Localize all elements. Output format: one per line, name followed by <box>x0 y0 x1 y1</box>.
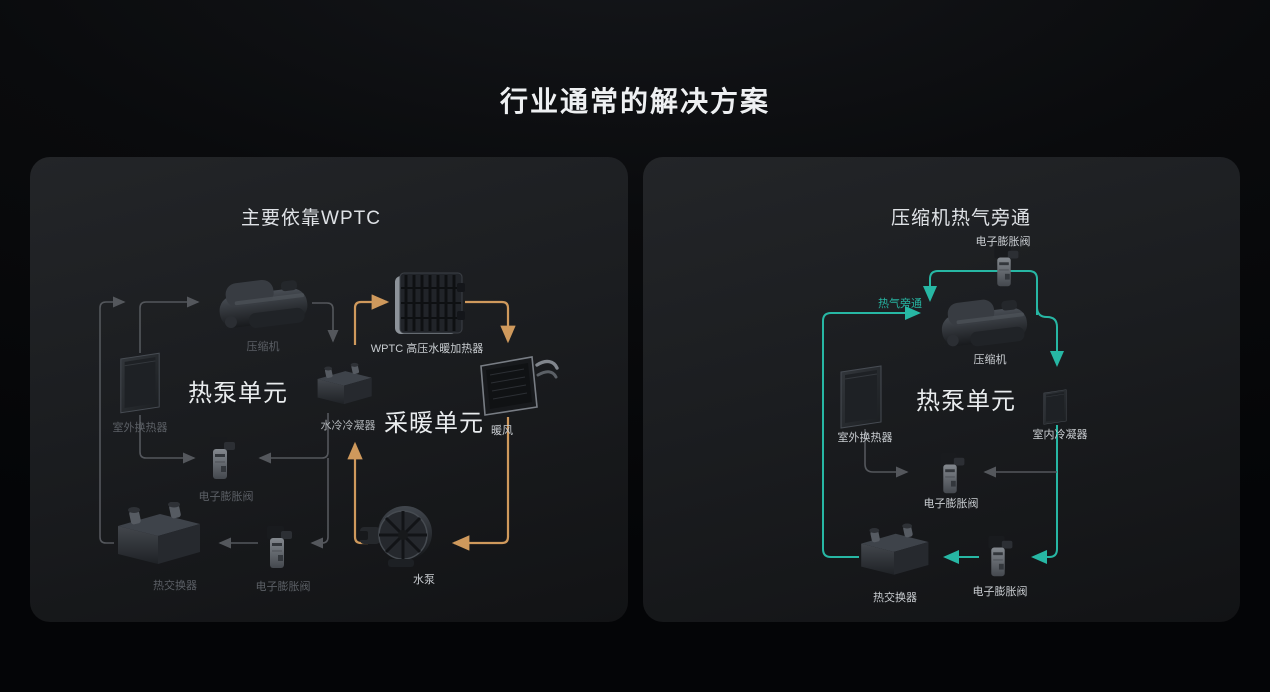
arrow-outdoor-hx-to-eev-mid <box>864 429 909 478</box>
heat-exchanger-label: 热交换器 <box>873 592 917 604</box>
compressor-image <box>213 269 313 339</box>
heating-unit-label: 采暖单元 <box>384 410 484 437</box>
compressor-image <box>935 290 1033 356</box>
arrow-wptc-to-heater-core <box>465 300 516 344</box>
heater-core-image <box>480 355 560 419</box>
outdoor-heat-exchanger-label: 室外换热器 <box>112 422 168 434</box>
eev-2-label: 电子膨胀阀 <box>255 581 311 593</box>
arrow-outdoor-hx-to-eev1 <box>139 415 196 464</box>
eev-bottom-label: 电子膨胀阀 <box>972 586 1028 598</box>
compressor-label: 压缩机 <box>246 341 280 353</box>
water-pump-label: 水泵 <box>413 574 435 586</box>
arrow-condenser-to-wptc <box>353 294 390 345</box>
panel-hot-gas-bypass: 压缩机热气旁通 热泵单元 热气旁通 电子膨胀阀 压缩机 室外换热器 室内冷凝器 … <box>643 157 1240 622</box>
eev-top-label: 电子膨胀阀 <box>975 236 1031 248</box>
left-flow-lines <box>99 294 516 551</box>
arrow-bypass-valve-to-compressor <box>923 270 1038 315</box>
arrow-compressor-to-condenser <box>312 302 339 343</box>
eev-mid-label: 电子膨胀阀 <box>923 498 979 510</box>
panel-right-title: 压缩机热气旁通 <box>890 208 1032 229</box>
heat-pump-unit-label: 热泵单元 <box>188 380 288 407</box>
arrow-heat-exchanger-to-compressor <box>822 306 921 558</box>
water-cooled-condenser-image <box>311 357 377 413</box>
eev-1-label: 电子膨胀阀 <box>198 491 254 503</box>
heat-exchanger-label: 热交换器 <box>153 580 197 592</box>
heat-exchanger-image <box>108 502 208 568</box>
compressor-label: 压缩机 <box>973 354 1007 366</box>
outdoor-heat-exchanger-image <box>116 351 164 415</box>
arrow-condenser-to-eev2 <box>310 458 329 549</box>
wptc-heater-label: WPTC 高压水暖加热器 <box>370 343 484 355</box>
arrow-pump-to-condenser <box>347 441 368 545</box>
panel-left-title: 主要依靠WPTC <box>241 208 381 229</box>
arrow-indoor-condenser-to-eev-bottom <box>1031 425 1058 564</box>
arrow-compressor-to-indoor-condenser <box>1036 279 1064 367</box>
water-cooled-condenser-label: 水冷冷凝器 <box>320 420 376 432</box>
arrow-condenser-to-eev1 <box>258 413 329 464</box>
eev-mid-image <box>933 452 967 500</box>
arrow-heater-core-to-pump <box>451 417 510 551</box>
eev-1-image <box>203 436 237 486</box>
arrow-outdoor-hx-to-compressor <box>139 296 200 353</box>
heat-pump-unit-label: 热泵单元 <box>916 388 1016 415</box>
eev-bottom-image <box>981 535 1015 583</box>
wptc-heater-image <box>393 271 465 339</box>
eev-top-image <box>987 245 1021 293</box>
arrow-heat-exchanger-to-compressor <box>99 296 126 544</box>
eev-2-image <box>260 525 294 575</box>
hot-gas-bypass-flow-label: 热气旁通 <box>878 298 922 310</box>
indoor-condenser-image <box>1041 386 1069 428</box>
right-flow-lines <box>822 270 1064 564</box>
water-pump-image <box>358 497 438 573</box>
indoor-condenser-label: 室内冷凝器 <box>1032 429 1088 441</box>
panel-wptc-solution: 主要依靠WPTC 热泵单元 采暖单元 压缩机 室外换热器 水冷冷凝器 WPTC <box>30 157 628 622</box>
outdoor-heat-exchanger-label: 室外换热器 <box>837 432 893 444</box>
outdoor-heat-exchanger-image <box>836 365 886 429</box>
heater-core-label: 暖风 <box>491 425 513 437</box>
heat-exchanger-image <box>853 517 935 585</box>
page-title: 行业通常的解决方案 <box>499 86 770 117</box>
